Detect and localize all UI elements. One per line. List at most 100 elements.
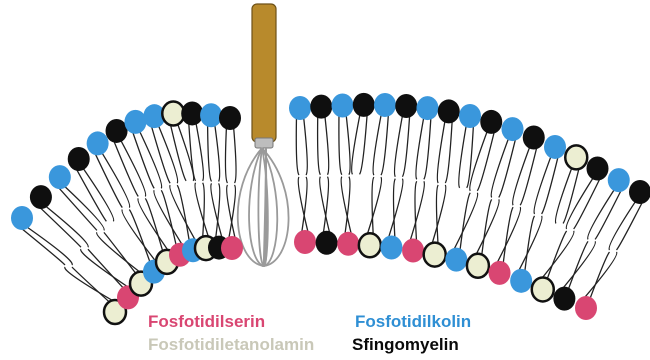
- lipid-tail: [394, 179, 396, 240]
- lipid-tail: [359, 113, 367, 174]
- lipid-tail: [72, 267, 112, 304]
- lipid-head-ethanolamine-left-outer: [162, 102, 184, 126]
- lipid-tail: [481, 199, 491, 257]
- lipid-tail: [203, 183, 205, 240]
- lipid-tail: [590, 252, 610, 300]
- lipid-tail: [189, 121, 196, 180]
- lipid-head-choline-left-outer: [87, 131, 109, 155]
- lipid-tail: [129, 210, 150, 264]
- lipid-tail: [138, 198, 171, 253]
- lipid-head-sphingomyelin-right-outer: [480, 110, 502, 134]
- lipid-tail: [520, 145, 537, 205]
- lipid-tail: [158, 124, 178, 183]
- lipid-head-sphingomyelin-right-outer: [438, 99, 460, 123]
- lipid-head-choline-right-outer: [417, 96, 439, 120]
- lipid-heads: [11, 93, 650, 324]
- lipid-head-choline-right-inner: [380, 235, 402, 259]
- lipid-head-choline-right-inner: [445, 248, 467, 272]
- whisk-handle: [252, 4, 276, 142]
- lipid-tail: [460, 193, 470, 252]
- whisk-ferrule: [255, 138, 273, 148]
- lipid-tail: [346, 113, 350, 174]
- lipid-tail: [467, 124, 474, 188]
- lipid-head-choline-right-outer: [608, 168, 630, 192]
- lipid-tail: [503, 207, 513, 265]
- lipid-tail: [215, 123, 220, 181]
- lipid-tail: [216, 183, 220, 239]
- lipid-head-sphingomyelin-right-outer: [523, 125, 545, 149]
- lipid-tail: [561, 241, 595, 290]
- lipid-head-choline-left-outer: [124, 110, 146, 134]
- lipid-head-sphingomyelin-right-outer: [395, 94, 417, 118]
- lipid-tail: [459, 124, 467, 188]
- lipid-tail: [177, 185, 189, 242]
- lipid-tail: [56, 185, 97, 230]
- lipid-tail: [104, 232, 138, 275]
- lipid-tail: [339, 113, 342, 174]
- lipid-tail: [474, 199, 499, 257]
- lipid-head-choline-left-outer: [11, 206, 33, 230]
- lipid-head-sphingomyelin-right-outer: [310, 95, 332, 119]
- lipid-head-ethanolamine-right-inner: [424, 243, 446, 267]
- lipid-head-serine-right-inner: [294, 230, 316, 254]
- lipid-head-choline-right-outer: [332, 93, 354, 117]
- lipid-tail: [352, 113, 361, 174]
- lipid-tail: [82, 167, 113, 221]
- lipid-head-choline-right-outer: [502, 117, 524, 141]
- legend-phosphatidylcholine: Fosfotidilkolin: [355, 312, 471, 332]
- lipid-tail: [431, 185, 446, 247]
- lipid-tail: [145, 198, 163, 253]
- lipid-head-choline-right-outer: [459, 104, 481, 128]
- lipid-head-sphingomyelin-left-outer: [30, 185, 52, 209]
- lipid-tail: [75, 167, 106, 221]
- lipid-tail: [477, 130, 494, 191]
- lipid-tail: [19, 226, 66, 265]
- lipid-tail: [525, 216, 535, 273]
- lipid-tail: [583, 252, 617, 300]
- lipid-head-ethanolamine-right-inner: [532, 277, 554, 301]
- lipid-tail: [44, 205, 88, 247]
- lipid-tail: [499, 137, 516, 197]
- lipid-tail: [120, 139, 146, 196]
- lipid-head-sphingomyelin-right-outer: [629, 180, 650, 204]
- lipid-head-sphingomyelin-left-outer: [68, 147, 90, 171]
- legend-sphingomyelin: Sfingomyelin: [352, 335, 459, 355]
- lipid-head-choline-right-inner: [510, 269, 532, 293]
- lipid-tail: [372, 177, 374, 237]
- lipid-tail: [546, 231, 566, 281]
- lipid-tail: [539, 231, 574, 281]
- lipid-head-serine-right-inner: [337, 232, 359, 256]
- lipid-head-choline-right-outer: [374, 93, 396, 117]
- lipid-head-sphingomyelin-right-outer: [353, 93, 375, 117]
- lipid-head-choline-right-outer: [289, 96, 311, 120]
- lipid-tail: [415, 181, 417, 242]
- lipid-tail: [388, 179, 403, 240]
- lipid-head-serine-right-inner: [489, 261, 511, 285]
- lipid-head-serine-left-inner: [221, 236, 243, 260]
- lipid-tail: [373, 113, 381, 175]
- lipid-tail: [37, 205, 81, 247]
- lipid-tail: [609, 200, 636, 250]
- lipid-tail: [304, 116, 308, 175]
- lipid-tail: [227, 185, 236, 240]
- lipid-tail: [410, 181, 425, 242]
- lipid-head-sphingomyelin-left-outer: [106, 119, 128, 143]
- lipid-tail: [424, 116, 431, 179]
- lipid-head-sphingomyelin-right-inner: [316, 231, 338, 255]
- lipid-head-ethanolamine-right-inner: [359, 233, 381, 257]
- lipid-tail: [436, 185, 438, 247]
- lipid-tail: [395, 114, 403, 177]
- lipid-tail: [491, 137, 509, 197]
- lipid-tail: [518, 216, 542, 273]
- lipid-tail: [437, 119, 445, 183]
- lipid-tail: [318, 115, 321, 175]
- lipid-tail: [496, 207, 520, 265]
- lipid-tail: [568, 241, 588, 290]
- whisk-illustration: [238, 4, 289, 266]
- lipid-head-choline-left-outer: [200, 103, 222, 127]
- lipid-tail: [542, 155, 559, 214]
- lipid-tail: [325, 115, 329, 175]
- lipid-head-sphingomyelin-left-outer: [219, 106, 241, 130]
- lipid-tail: [453, 193, 478, 252]
